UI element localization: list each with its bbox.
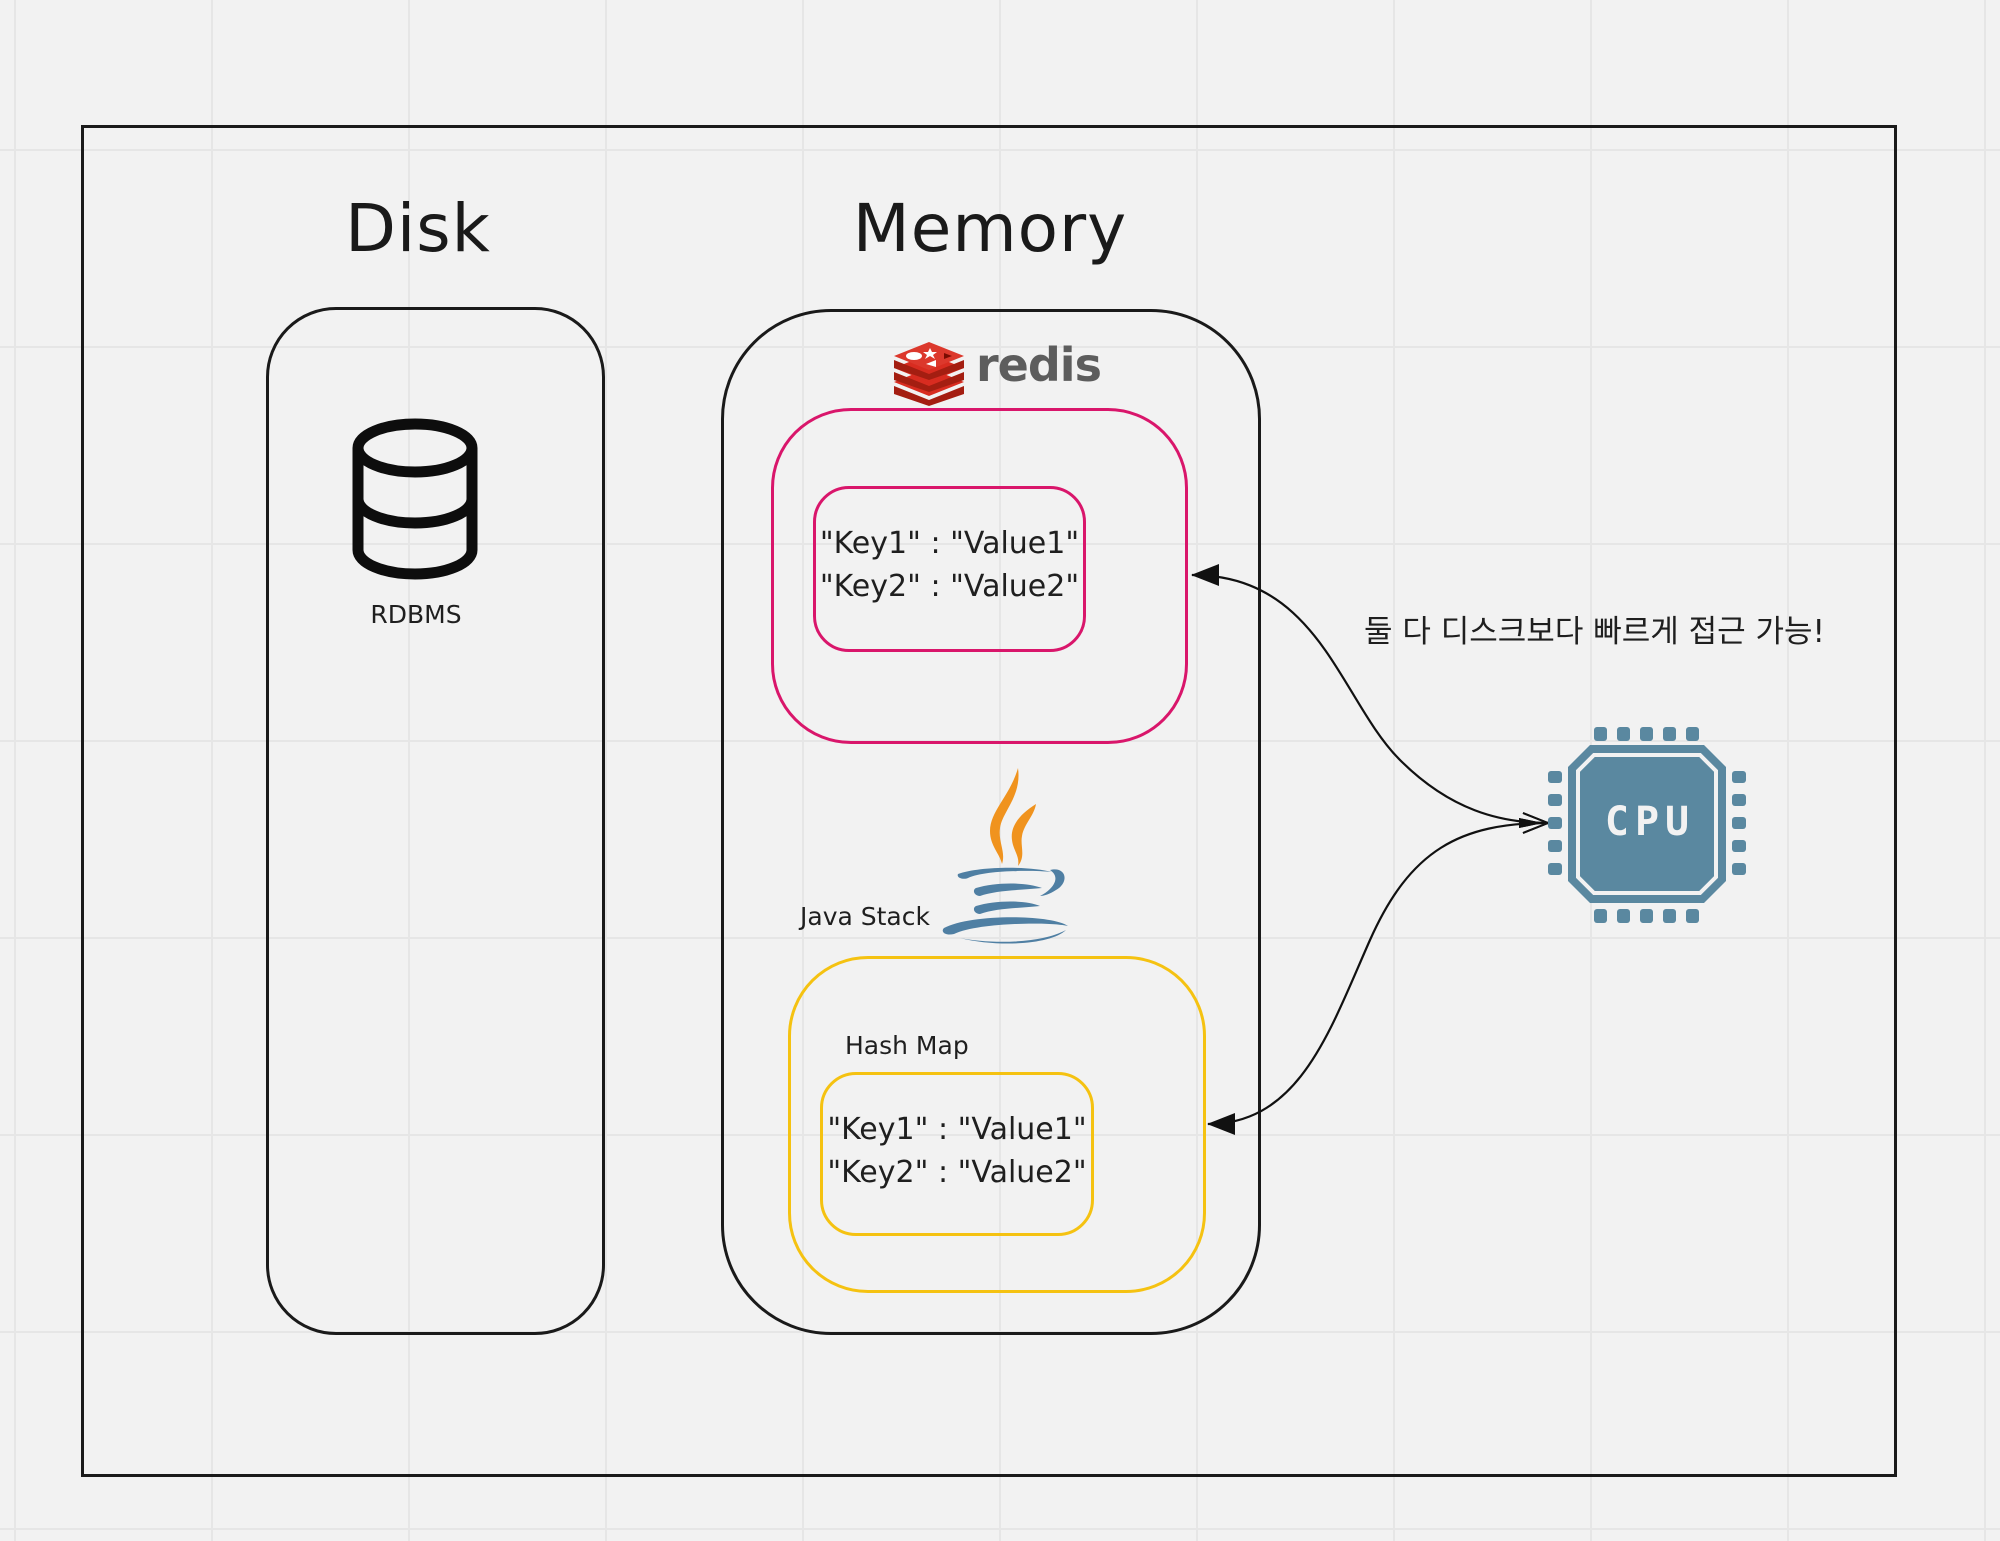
hashmap-entry: "Key1" : "Value1" [827,1112,1087,1147]
redis-logo-text: redis [976,338,1102,392]
disk-title: Disk [345,190,491,267]
database-icon [352,418,478,580]
redis-logo-icon [894,342,964,406]
hashmap-entry: "Key2" : "Value2" [827,1155,1087,1190]
java-hashmap [788,956,1206,1293]
java-stack-label: Java Stack [800,902,930,931]
hashmap-label: Hash Map [845,1031,969,1060]
cpu-label: CPU [1604,799,1696,845]
memory-title: Memory [852,190,1128,267]
rdbms-label: RDBMS [370,600,462,629]
hashmap-key-value-box [820,1072,1094,1236]
connector-cpu-hashmap [1208,823,1548,1124]
redis-store [771,408,1188,744]
java-logo-icon [942,768,1068,944]
redis-entry: "Key2" : "Value2" [819,569,1080,604]
cpu-chip-icon [1548,727,1746,923]
redis-key-value-box [813,486,1086,652]
disk-container [266,307,605,1335]
redis-entry: "Key1" : "Value1" [819,526,1080,561]
speed-note: 둘 다 디스크보다 빠르게 접근 가능! [1364,614,1825,650]
diagram-frame [81,125,1897,1477]
